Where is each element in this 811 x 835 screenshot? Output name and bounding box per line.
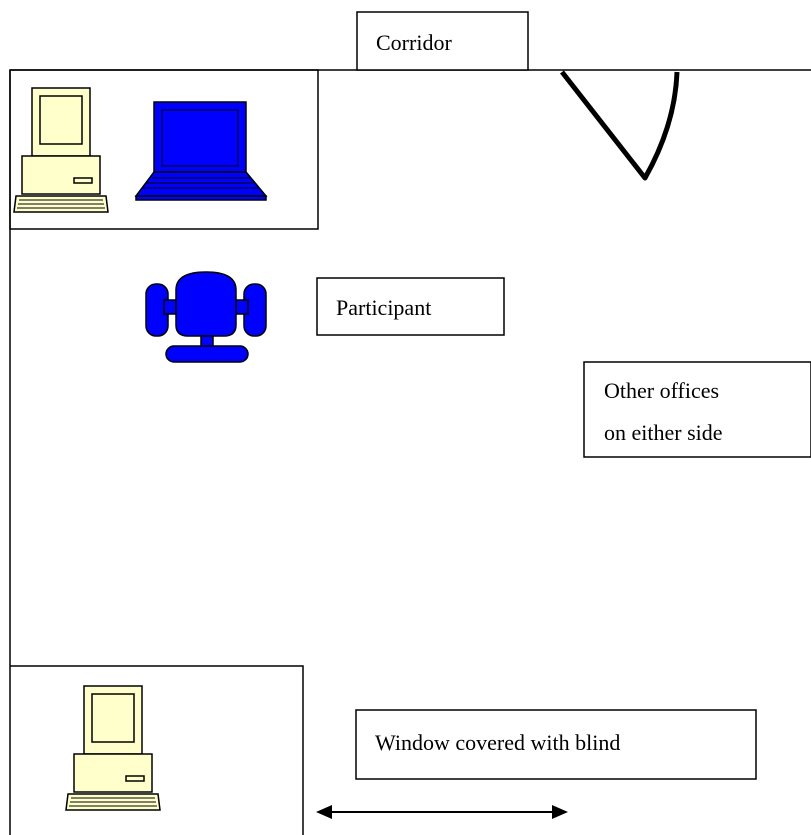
other-offices-label-line1: Other offices: [604, 378, 719, 403]
door-swing-icon: [560, 70, 680, 181]
desktop-computer-icon: [65, 685, 161, 811]
other-offices-label-line2: on either side: [604, 420, 723, 445]
bottom-desk: [10, 665, 304, 835]
double-arrow-icon: [316, 805, 568, 819]
top-desk: [9, 69, 319, 230]
window-label: Window covered with blind: [375, 730, 620, 755]
office-chair-icon: [145, 271, 267, 363]
participant-label: Participant: [336, 295, 431, 320]
other-offices-box: Other offices on either side: [583, 361, 811, 458]
corridor-label: Corridor: [376, 30, 452, 55]
laptop-icon: [134, 101, 268, 201]
window-box: Window covered with blind: [355, 709, 757, 780]
participant-box: Participant: [316, 277, 505, 336]
desktop-computer-icon: [13, 87, 109, 213]
corridor-box: Corridor: [356, 11, 529, 71]
